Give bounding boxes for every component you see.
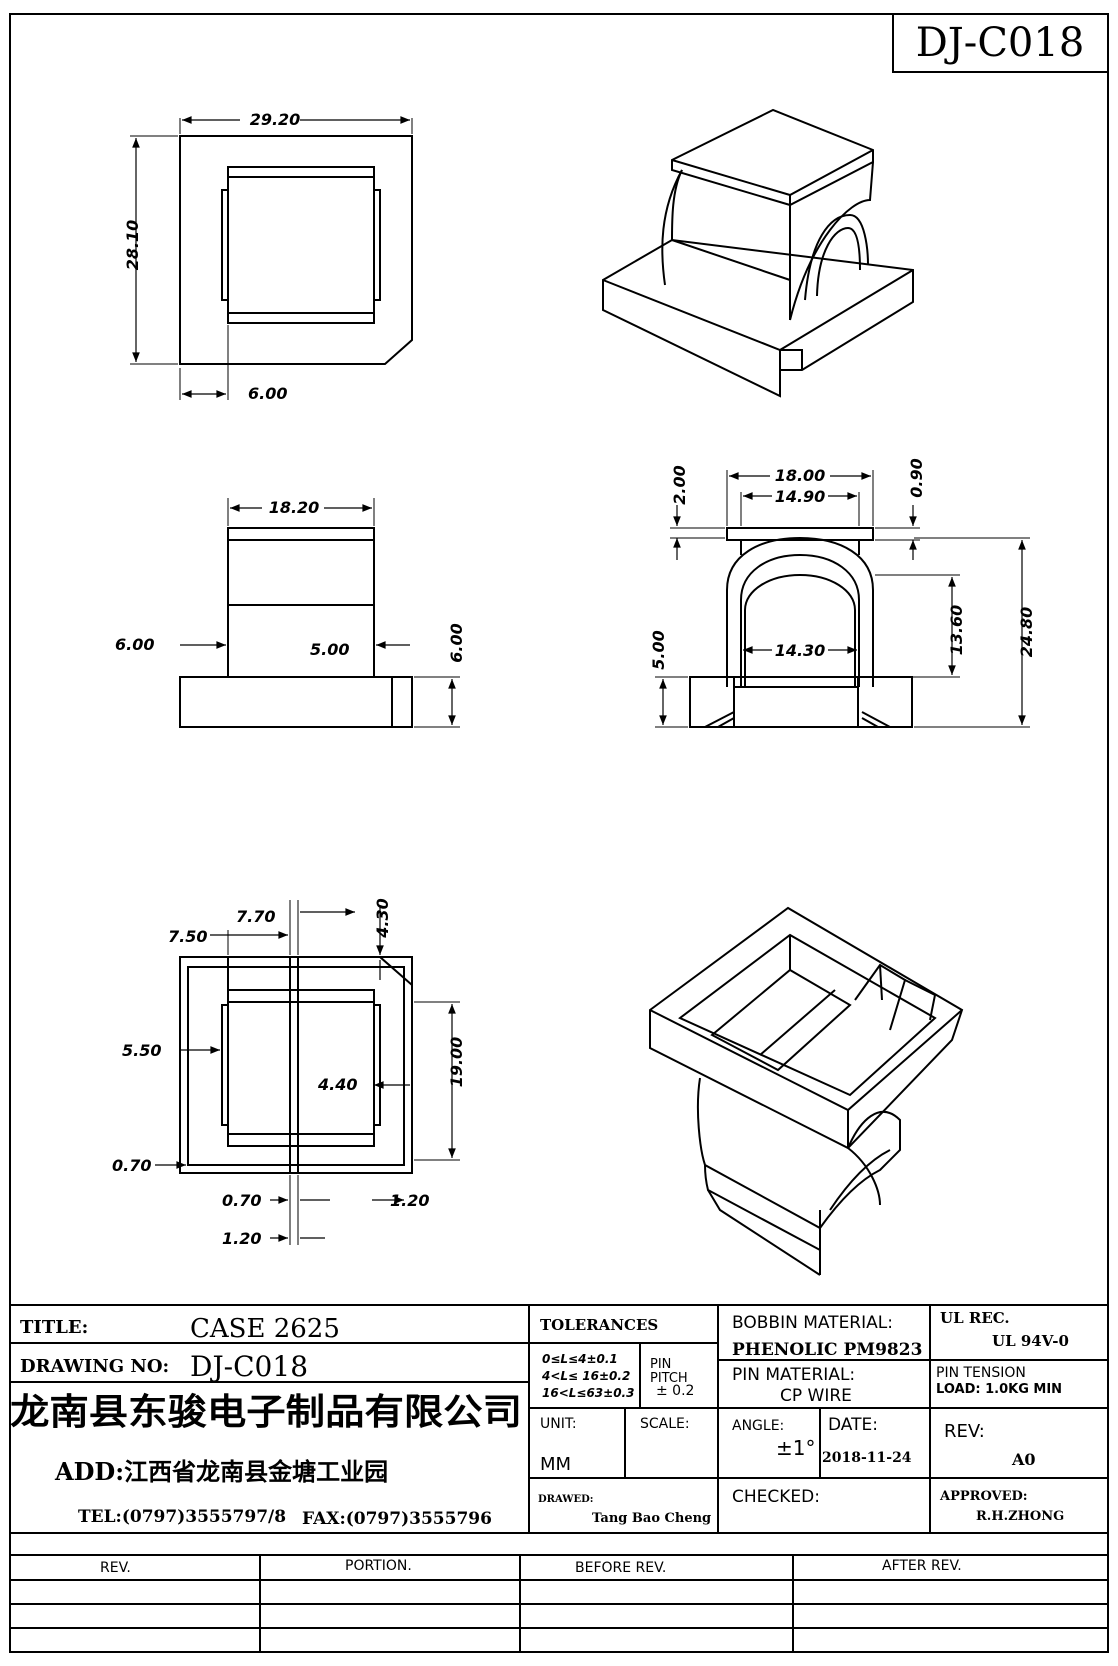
dim-side-inner: 5.00 <box>310 640 349 659</box>
dim-top-offset: 6.00 <box>248 384 287 403</box>
dim-bottom-c: 4.30 <box>373 898 392 938</box>
dim-bottom-h: 0.70 <box>222 1191 261 1210</box>
pin-tension-value: LOAD: 1.0KG MIN <box>936 1382 1062 1397</box>
revision-table <box>10 1554 1108 1652</box>
company-tel: TEL:(0797)3555797/8 <box>78 1507 286 1527</box>
approved-value: R.H.ZHONG <box>976 1509 1064 1524</box>
dim-bottom-g: 0.70 <box>112 1156 151 1175</box>
dim-bottom-f: 19.00 <box>447 1037 466 1088</box>
dim-front-outer-width: 18.00 <box>775 466 826 485</box>
top-view <box>130 116 413 400</box>
dim-front-top-left: 2.00 <box>670 465 689 504</box>
rev-label: REV: <box>944 1421 985 1442</box>
drawing-code-box: DJ-C018 <box>892 13 1109 73</box>
scale-label: SCALE: <box>640 1416 690 1432</box>
angle-value: ±1° <box>776 1436 815 1460</box>
drawing-no-value: DJ-C018 <box>190 1350 308 1383</box>
ul-label: UL REC. <box>940 1309 1010 1327</box>
dim-side-width: 18.20 <box>269 498 320 517</box>
title-block <box>10 1304 1108 1534</box>
tolerance-line-2: 4<L≤ 16±0.2 <box>541 1369 630 1383</box>
dim-side-left: 6.00 <box>115 635 154 654</box>
front-view <box>655 470 1030 728</box>
dim-front-arch: 14.30 <box>775 641 826 660</box>
rev-table-header-rev: REV. <box>100 1560 131 1576</box>
dim-front-total-height: 24.80 <box>1017 607 1036 658</box>
rev-table-header-portion: PORTION. <box>345 1558 412 1574</box>
dim-bottom-d: 5.50 <box>122 1041 161 1060</box>
dim-bottom-e: 4.40 <box>317 1075 357 1094</box>
bottom-view <box>155 900 460 1245</box>
drawing-no-label: DRAWING NO: <box>20 1356 169 1377</box>
pin-material-label: PIN MATERIAL: <box>732 1365 855 1385</box>
dim-bottom-j: 1.20 <box>222 1229 261 1248</box>
date-value: 2018-11-24 <box>822 1450 912 1466</box>
checked-label: CHECKED: <box>732 1487 820 1507</box>
company-address: ADD:江西省龙南县金塘工业园 <box>54 1457 388 1486</box>
date-label: DATE: <box>828 1415 878 1435</box>
dim-front-arch-height: 13.60 <box>947 605 966 656</box>
approved-label: APPROVED: <box>939 1489 1028 1504</box>
iso-view-bottom <box>649 906 964 1276</box>
pin-material-value: CP WIRE <box>780 1386 852 1406</box>
rev-table-header-before: BEFORE REV. <box>575 1560 666 1576</box>
dim-bottom-i: 1.20 <box>390 1191 429 1210</box>
dim-front-base: 5.00 <box>649 630 668 669</box>
pin-pitch-label-1: PIN <box>650 1357 671 1372</box>
dim-top-height: 28.10 <box>123 220 142 271</box>
drawing-code: DJ-C018 <box>916 20 1085 66</box>
drawer-value: Tang Bao Cheng <box>592 1511 711 1526</box>
tolerance-line-3: 16<L≤63±0.3 <box>542 1386 634 1400</box>
unit-value: MM <box>540 1454 571 1475</box>
unit-label: UNIT: <box>540 1416 577 1432</box>
pin-tension-label: PIN TENSION <box>936 1365 1026 1381</box>
drawer-label: DRAWED: <box>538 1494 593 1505</box>
pin-pitch-value: ± 0.2 <box>656 1383 694 1399</box>
dim-side-height: 6.00 <box>447 623 466 662</box>
dim-bottom-a: 7.70 <box>236 907 275 926</box>
dim-front-right-top: 0.90 <box>907 458 926 497</box>
angle-label: ANGLE: <box>732 1418 784 1434</box>
company-name: 龙南县东骏电子制品有限公司 <box>10 1391 522 1433</box>
bobbin-material-value: PHENOLIC PM9823 <box>732 1340 922 1360</box>
ul-value: UL 94V-0 <box>992 1332 1069 1350</box>
bobbin-material-label: BOBBIN MATERIAL: <box>732 1313 893 1333</box>
sheet-border <box>9 13 1109 1653</box>
side-view <box>179 498 460 728</box>
company-fax: FAX:(0797)3555796 <box>302 1509 492 1529</box>
dim-bottom-b: 7.50 <box>168 927 207 946</box>
title-value: CASE 2625 <box>190 1314 340 1344</box>
iso-view-top <box>602 108 914 398</box>
tolerances-label: TOLERANCES <box>540 1316 658 1334</box>
dim-front-inner-width: 14.90 <box>775 487 826 506</box>
dim-top-width: 29.20 <box>250 110 301 129</box>
tolerance-line-1: 0≤L≤4±0.1 <box>542 1352 618 1366</box>
pin-pitch-label-2: PITCH <box>650 1371 688 1386</box>
rev-table-header-after: AFTER REV. <box>882 1558 962 1574</box>
rev-value: A0 <box>1011 1450 1036 1469</box>
title-label: TITLE: <box>20 1317 88 1338</box>
